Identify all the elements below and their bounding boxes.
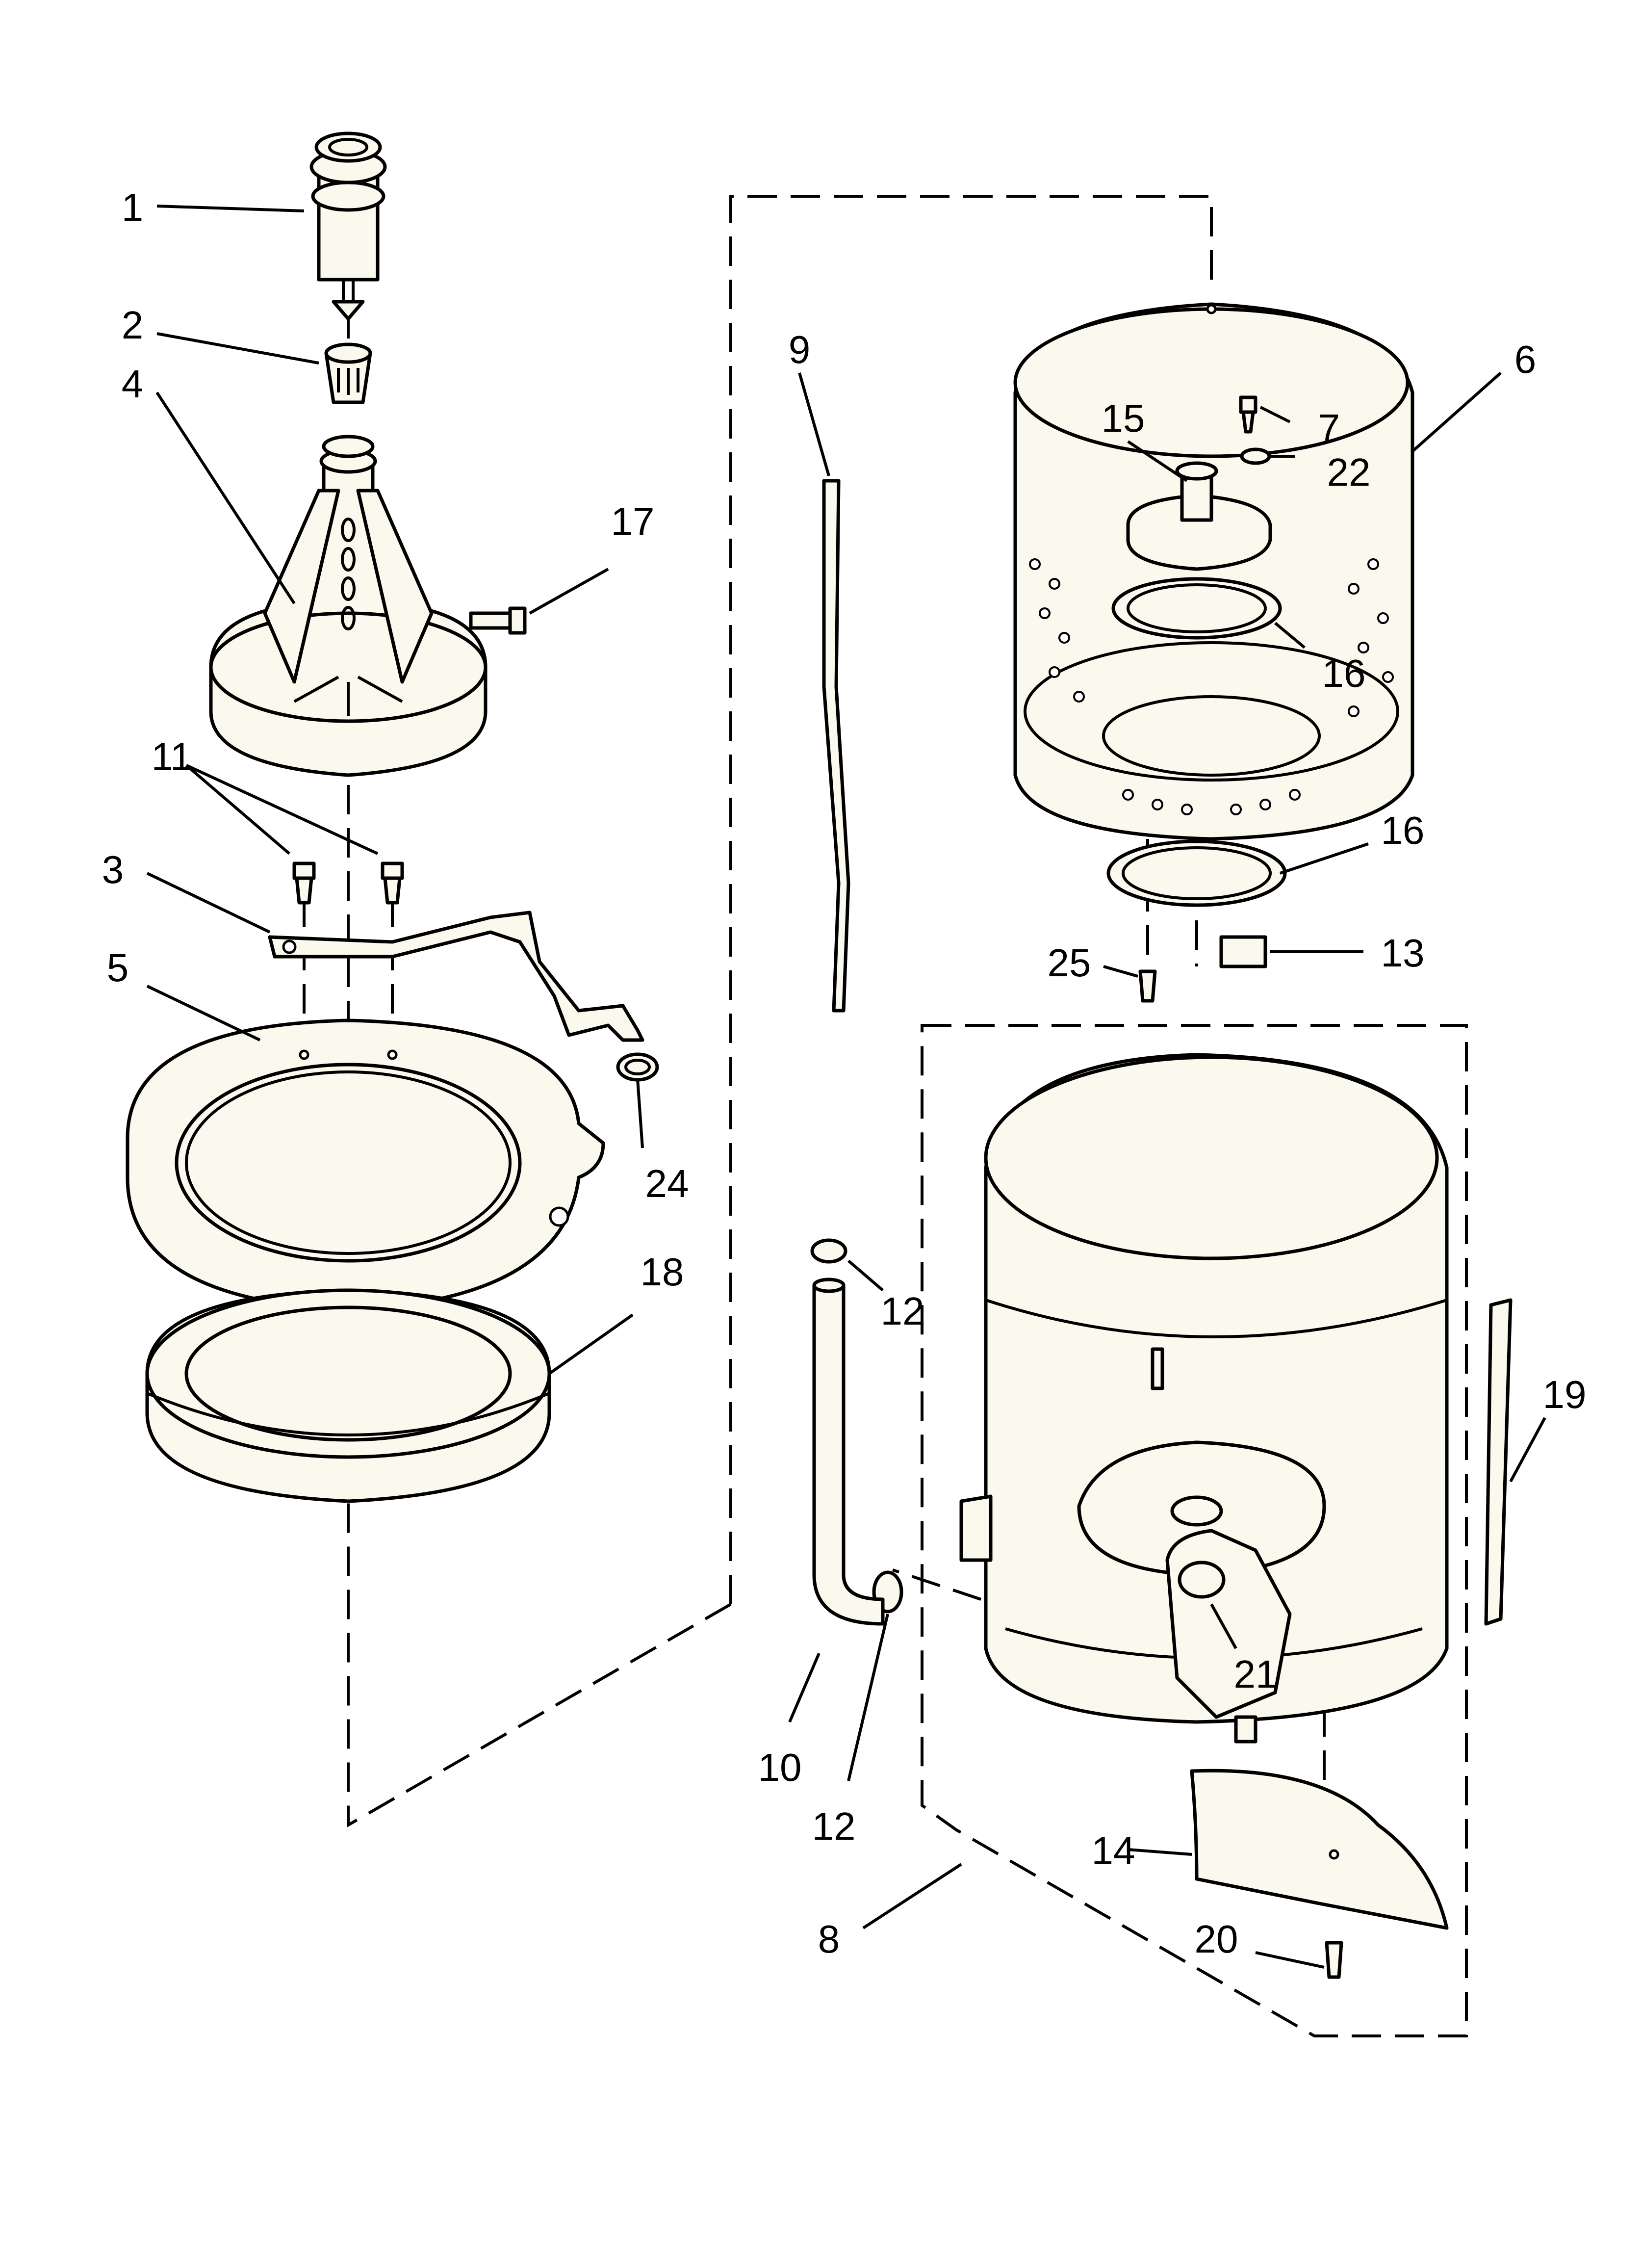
shield-14 xyxy=(1190,1769,1449,1930)
hose-clamp-12-upper xyxy=(810,1238,847,1264)
callout-25: 25 xyxy=(1048,941,1091,985)
callout-12-lower: 12 xyxy=(812,1804,856,1848)
callout-16-upper: 16 xyxy=(1322,652,1366,695)
callout-4: 4 xyxy=(122,362,144,406)
callout-17: 17 xyxy=(611,499,655,543)
callout-13: 13 xyxy=(1381,931,1425,975)
callout-10: 10 xyxy=(758,1746,802,1789)
hub-gasket-upper xyxy=(1111,577,1282,640)
agitator-cam xyxy=(324,342,372,404)
callout-6: 6 xyxy=(1514,338,1537,381)
callout-22: 22 xyxy=(1327,450,1371,494)
callout-9: 9 xyxy=(789,328,811,371)
callout-19: 19 xyxy=(1543,1373,1587,1416)
callout-14: 14 xyxy=(1092,1829,1135,1873)
callout-21: 21 xyxy=(1234,1652,1278,1696)
callout-16-lower: 16 xyxy=(1381,808,1425,852)
outer-tub xyxy=(959,1053,1449,1744)
clip-13 xyxy=(1219,935,1267,968)
spin-basket xyxy=(1013,302,1414,841)
agitator-cap xyxy=(309,131,387,339)
agitator-bolt xyxy=(469,606,527,635)
callout-18: 18 xyxy=(641,1250,684,1294)
water-bracket xyxy=(268,911,644,1042)
tub-seal xyxy=(145,1288,551,1503)
callout-7: 7 xyxy=(1318,406,1340,450)
hose-10 xyxy=(812,1277,885,1626)
callout-15: 15 xyxy=(1102,396,1145,440)
callout-labels: 1 2 4 17 11 3 5 24 18 9 15 7 22 6 16 16 … xyxy=(102,185,1587,1961)
callout-8: 8 xyxy=(818,1917,840,1961)
tub-ring xyxy=(126,1018,605,1312)
callout-2: 2 xyxy=(122,303,144,347)
basket-hub xyxy=(1126,461,1272,571)
callout-5: 5 xyxy=(107,946,129,990)
agitator xyxy=(209,435,487,777)
hose-clamp-24 xyxy=(616,1052,659,1082)
callout-12-upper: 12 xyxy=(881,1289,924,1333)
strip-19 xyxy=(1484,1298,1513,1626)
callout-20: 20 xyxy=(1195,1917,1238,1961)
basket-holes xyxy=(1029,558,1394,815)
callout-24: 24 xyxy=(645,1162,689,1205)
screw-20 xyxy=(1325,1941,1343,1979)
bracket-screws xyxy=(292,861,404,905)
hose-9 xyxy=(822,479,850,1013)
callout-1: 1 xyxy=(122,185,144,229)
callout-3: 3 xyxy=(102,848,124,891)
callout-11: 11 xyxy=(151,735,192,779)
leader-lines xyxy=(146,205,1546,1969)
hub-screw-and-washer xyxy=(1239,395,1271,465)
hub-gasket-lower xyxy=(1106,839,1287,907)
screw-25 xyxy=(1138,969,1157,1003)
